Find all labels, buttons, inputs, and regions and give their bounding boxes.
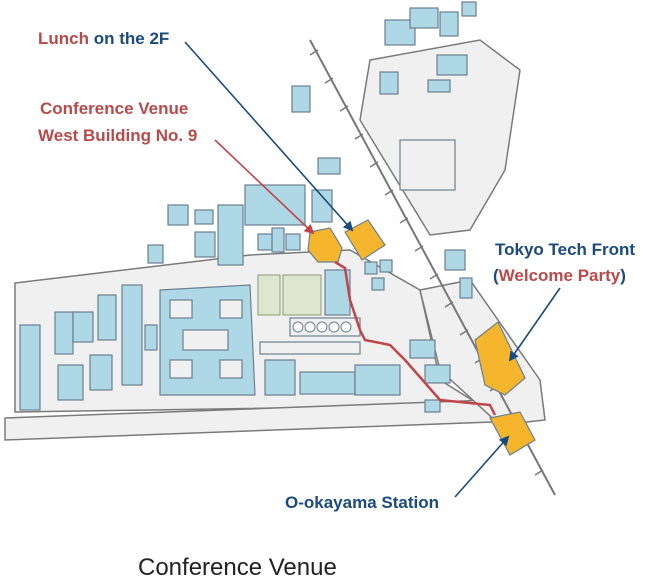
front-arrow bbox=[508, 287, 561, 362]
paren-open: ( bbox=[493, 266, 499, 285]
lunch-arrow bbox=[184, 41, 354, 232]
lunch-word: Lunch bbox=[38, 29, 89, 48]
paren-close: ) bbox=[620, 266, 626, 285]
circle-row bbox=[292, 321, 352, 333]
highlighted-buildings bbox=[307, 219, 536, 456]
venue-arrow bbox=[214, 139, 315, 235]
welcome-party: Welcome Party bbox=[498, 266, 621, 285]
west-building-9 bbox=[307, 227, 343, 263]
lunch-rest: on the 2F bbox=[89, 29, 170, 48]
callout-arrows bbox=[184, 41, 561, 498]
station-arrow bbox=[454, 435, 510, 498]
venue-label-line2: West Building No. 9 bbox=[38, 126, 198, 145]
lunch-label: Lunch on the 2F bbox=[38, 30, 169, 47]
venue-label-line1: Conference Venue bbox=[40, 99, 189, 118]
map-caption: Conference Venue bbox=[138, 554, 337, 581]
tokyo-tech-front-building bbox=[474, 321, 526, 396]
front-label-line2: (Welcome Party) bbox=[493, 267, 626, 284]
lawn-areas bbox=[257, 274, 322, 316]
station-label: O-okayama Station bbox=[285, 493, 439, 512]
front-label-line1: Tokyo Tech Front bbox=[495, 240, 636, 259]
lunch-building bbox=[344, 219, 386, 261]
walking-route bbox=[334, 260, 497, 416]
